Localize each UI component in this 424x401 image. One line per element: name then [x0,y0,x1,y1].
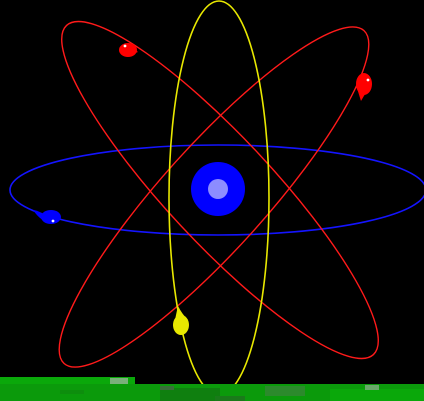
nucleus-core [208,179,228,199]
